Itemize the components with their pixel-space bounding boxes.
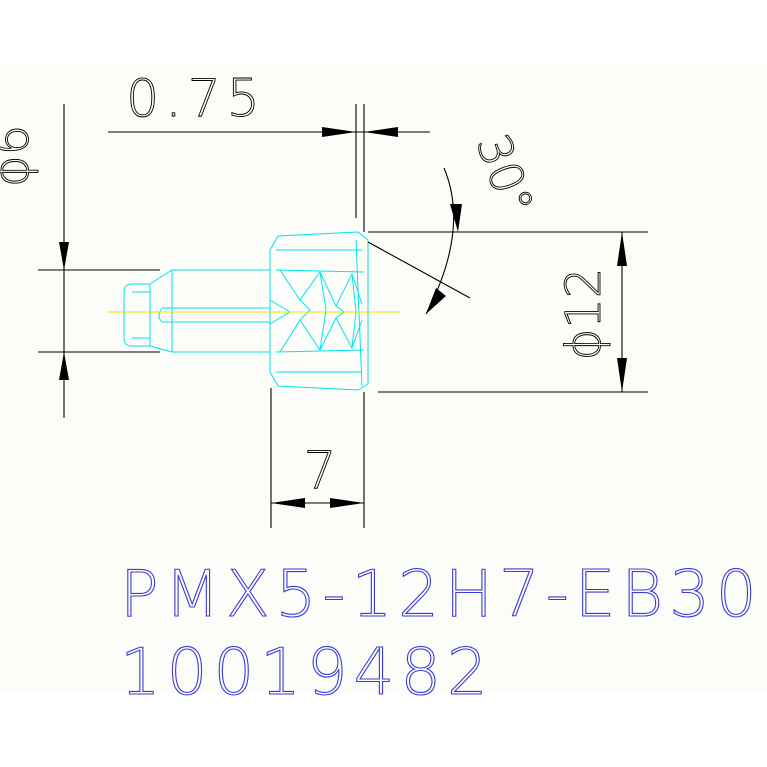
part-outline: [123, 231, 369, 391]
dim-shank-diameter: ϕ6: [0, 125, 40, 187]
dim-head-length: 7: [303, 441, 336, 501]
item-code: 10019482: [120, 636, 494, 710]
dim-chamfer-angle: 30°: [466, 127, 545, 222]
head-flutes: [269, 239, 363, 387]
shank-tip: [123, 283, 151, 347]
part-number: PMX5-12H7-EB30: [120, 558, 763, 632]
dimension-lines: [38, 104, 648, 528]
head-body: [269, 231, 369, 391]
dim-head-diameter: ϕ12: [556, 268, 612, 361]
dim-chamfer-offset: 0.75: [126, 69, 266, 129]
drawing-area: [0, 64, 767, 694]
shank-body: [149, 269, 271, 353]
